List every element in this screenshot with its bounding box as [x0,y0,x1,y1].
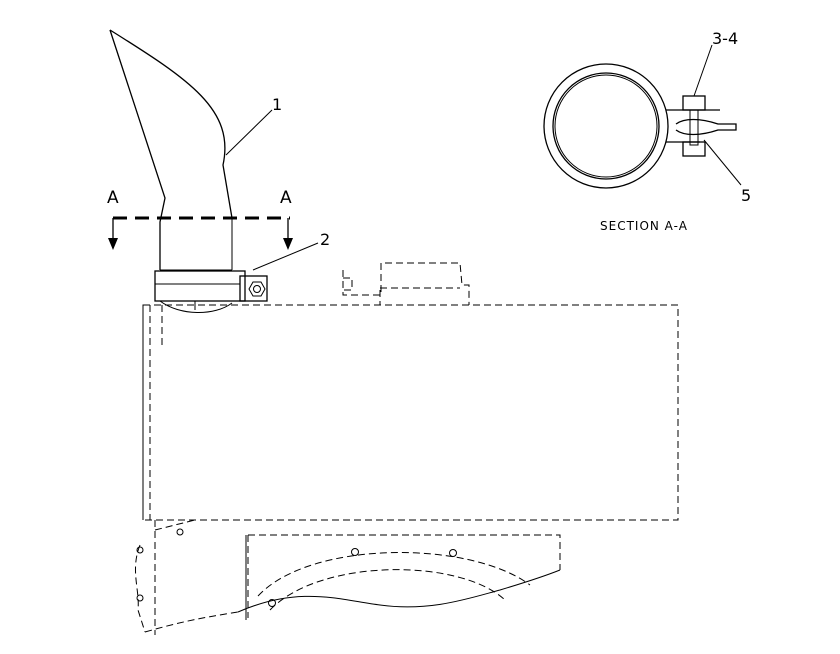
left-arrowhead-icon [108,238,118,250]
section-mark-left: A [107,188,119,208]
pipe-clamp [154,270,268,313]
callout-5: 5 [741,186,751,205]
top-accessory-box [342,262,470,305]
support-bracket-right [237,534,561,620]
callout-2: 2 [320,230,330,249]
leader-lines [225,44,742,271]
section-cut-line: A A [107,188,293,250]
callout-1: 1 [272,95,282,114]
right-arrowhead-icon [283,238,293,250]
section-title: SECTION A-A [600,219,688,233]
exhaust-stack-pipe [109,29,233,271]
section-mark-right: A [280,188,292,208]
nut-icon [248,281,266,297]
bolt-nut-icon [682,141,706,157]
muffler-body [142,304,679,521]
support-bracket-left [134,519,239,635]
bolt-head-icon [682,95,706,111]
callout-3-4: 3-4 [712,29,738,48]
section-a-a-detail: SECTION A-A [543,63,737,233]
